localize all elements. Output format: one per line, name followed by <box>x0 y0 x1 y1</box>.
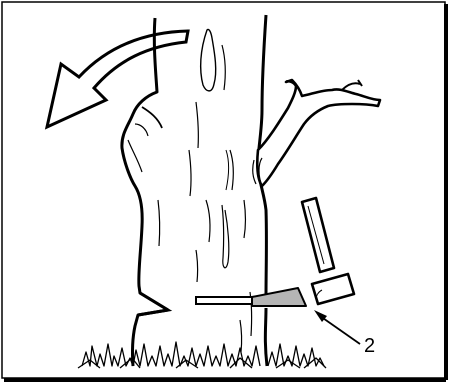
wedge <box>251 287 307 307</box>
back-cut <box>195 296 255 305</box>
frame <box>1 1 448 382</box>
callout-2-label: 2 <box>364 335 375 357</box>
grass <box>77 341 327 369</box>
callout-2: 2 <box>314 310 375 357</box>
branch <box>252 78 382 188</box>
hammer <box>300 196 356 306</box>
notch-cut <box>137 291 173 317</box>
